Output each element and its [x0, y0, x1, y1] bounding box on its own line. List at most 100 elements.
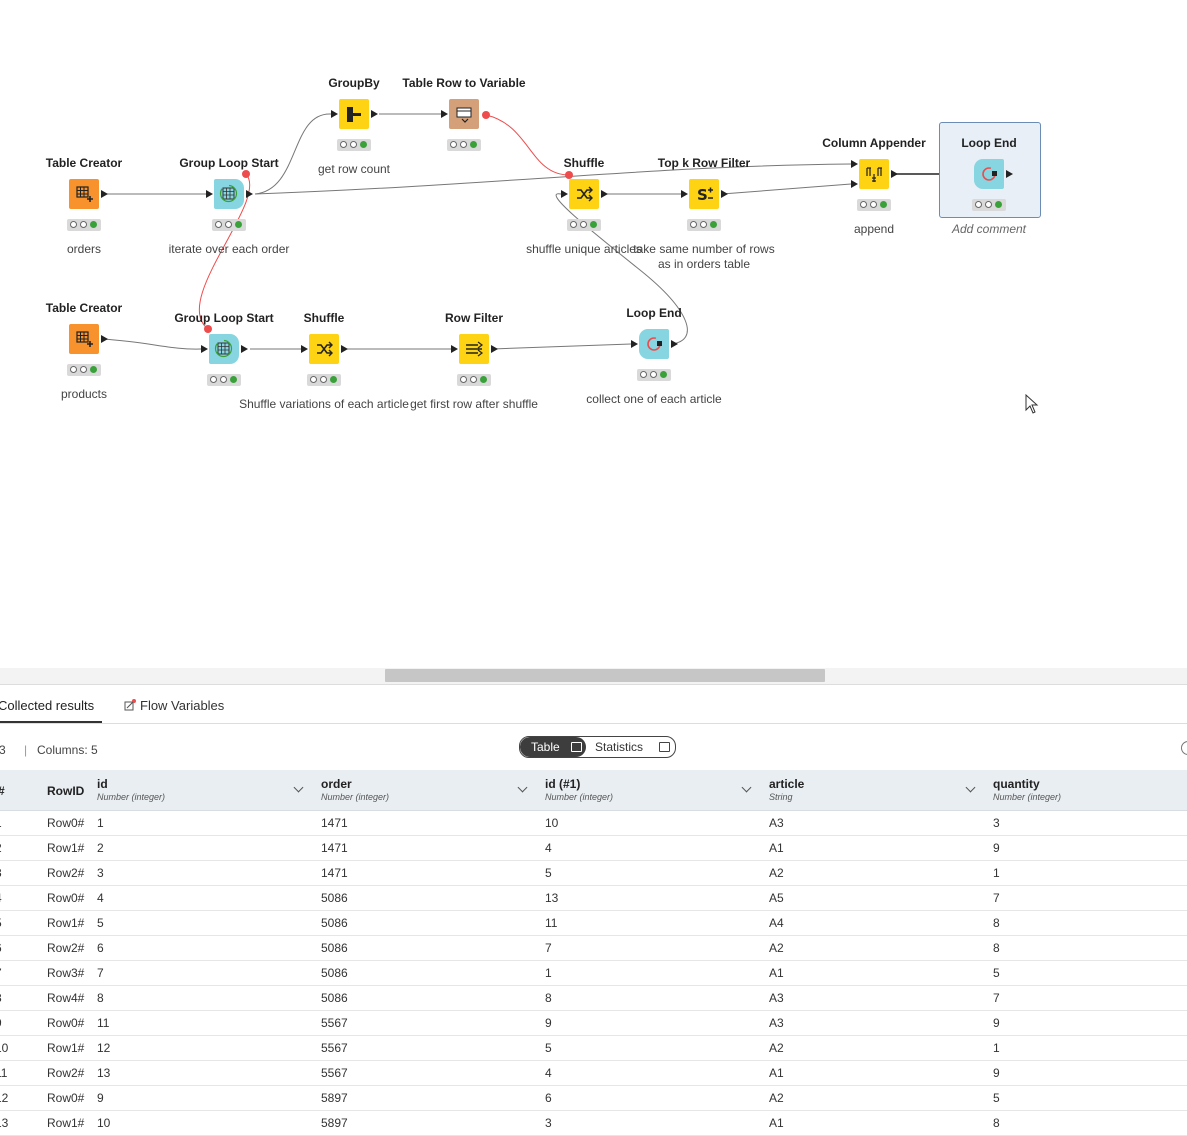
table-cell: 2 — [0, 841, 2, 855]
scrollbar-thumb[interactable] — [385, 669, 825, 682]
connection[interactable] — [491, 343, 632, 350]
input-port[interactable] — [201, 345, 208, 353]
input-port[interactable] — [331, 110, 338, 118]
input-port[interactable] — [451, 345, 458, 353]
input-port[interactable] — [681, 190, 688, 198]
table-cell: A3 — [769, 991, 784, 1005]
connection[interactable] — [721, 183, 852, 195]
node-annotation-sh1: shuffle unique articles — [526, 242, 642, 256]
node-tc2[interactable] — [69, 324, 99, 354]
node-gls1[interactable] — [214, 179, 244, 209]
output-port[interactable] — [101, 335, 108, 343]
output-port[interactable] — [721, 190, 728, 198]
tab-collected-results[interactable]: Collected results — [0, 698, 95, 713]
node-topk[interactable]: S — [689, 179, 719, 209]
connection[interactable] — [199, 173, 251, 330]
tab-flow-variables[interactable]: Flow Variables — [124, 698, 224, 713]
input-port[interactable] — [851, 180, 858, 188]
flow-variable-port[interactable] — [482, 111, 490, 119]
node-trv[interactable] — [449, 99, 479, 129]
column-menu-chevron-icon[interactable] — [293, 782, 304, 793]
node-le1[interactable] — [974, 159, 1004, 189]
input-port[interactable] — [206, 190, 213, 198]
input-port[interactable] — [441, 110, 448, 118]
node-le2[interactable] — [639, 329, 669, 359]
output-port[interactable] — [246, 190, 253, 198]
output-port[interactable] — [1006, 170, 1013, 178]
node-title-gb: GroupBy — [328, 76, 380, 90]
node-sh1[interactable] — [569, 179, 599, 209]
node-sh2[interactable] — [309, 334, 339, 364]
connection[interactable] — [101, 338, 202, 350]
input-port[interactable] — [851, 160, 858, 168]
output-port[interactable] — [341, 345, 348, 353]
output-port[interactable] — [491, 345, 498, 353]
view-toggle[interactable]: Table Statistics — [519, 736, 676, 758]
table-cell: A1 — [769, 1116, 784, 1130]
node-gls2[interactable] — [209, 334, 239, 364]
node-annotation-rf: get first row after shuffle — [410, 397, 538, 411]
table-view-button[interactable]: Table — [520, 737, 586, 757]
output-port[interactable] — [671, 340, 678, 348]
flow-variable-port[interactable] — [242, 170, 250, 178]
flow-variable-port[interactable] — [565, 171, 573, 179]
flow-variable-port[interactable] — [204, 325, 212, 333]
output-port[interactable] — [371, 110, 378, 118]
output-port[interactable] — [101, 190, 108, 198]
column-header-4[interactable]: id (#1)Number (integer) — [545, 777, 614, 802]
output-port[interactable] — [241, 345, 248, 353]
table-cell: 5 — [545, 866, 552, 880]
column-menu-chevron-icon[interactable] — [517, 782, 528, 793]
table-cell: A2 — [769, 1091, 784, 1105]
node-title-gls1: Group Loop Start — [179, 156, 279, 170]
input-port[interactable] — [561, 190, 568, 198]
column-header-0[interactable]: # — [0, 784, 5, 798]
column-header-1[interactable]: RowID — [47, 784, 85, 798]
node-title-gls2: Group Loop Start — [174, 311, 274, 325]
table-cell: 11 — [97, 1016, 110, 1030]
input-port[interactable] — [631, 340, 638, 348]
output-port[interactable] — [601, 190, 608, 198]
row-to-variable-icon — [456, 107, 472, 123]
loop-start-icon — [219, 184, 238, 203]
refresh-icon[interactable] — [1181, 741, 1187, 755]
output-port[interactable] — [891, 170, 898, 178]
connection[interactable] — [254, 113, 332, 195]
node-ca[interactable] — [859, 159, 889, 189]
node-gb[interactable] — [339, 99, 369, 129]
node-annotation-le1[interactable]: Add comment — [951, 222, 1027, 236]
input-port[interactable] — [301, 345, 308, 353]
connection[interactable] — [485, 114, 570, 176]
table-cell: 13 — [0, 1116, 9, 1130]
column-menu-chevron-icon[interactable] — [965, 782, 976, 793]
table-cell: 4 — [0, 891, 2, 905]
node-status-tc2 — [67, 364, 101, 376]
node-rf[interactable] — [459, 334, 489, 364]
column-menu-chevron-icon[interactable] — [741, 782, 752, 793]
table-cell: A4 — [769, 916, 784, 930]
table-cell: 5 — [993, 1091, 1000, 1105]
node-tc1[interactable] — [69, 179, 99, 209]
connection[interactable] — [555, 193, 688, 345]
canvas-horizontal-scrollbar[interactable] — [0, 668, 1187, 685]
